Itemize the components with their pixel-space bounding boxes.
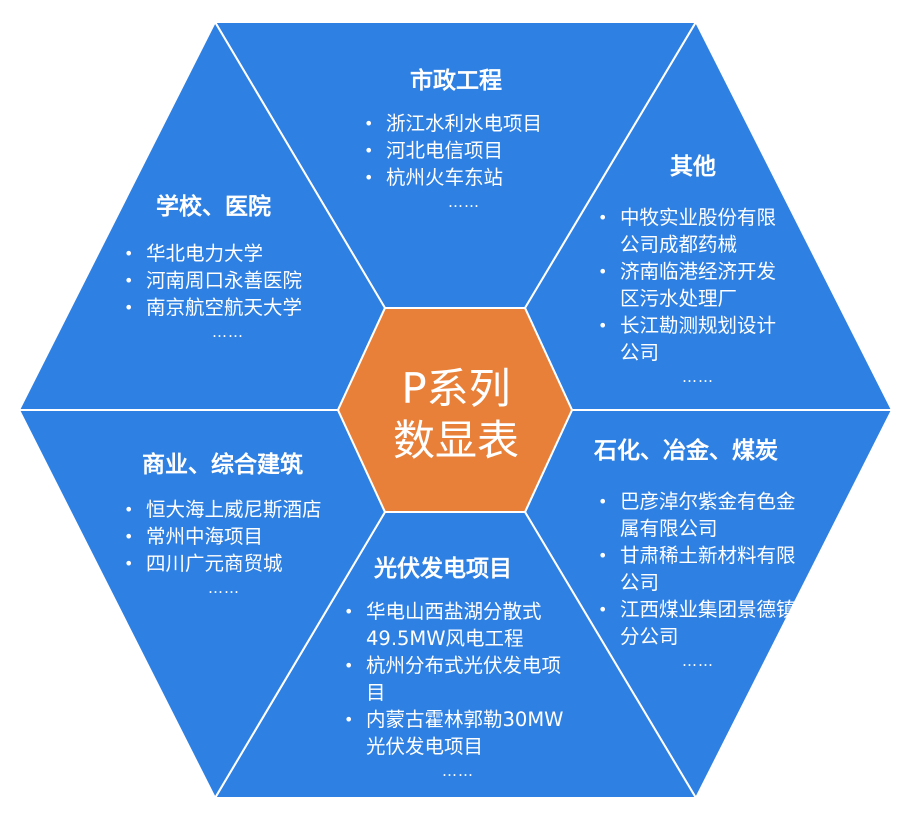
list-item: 巴彦淖尔紫金有色金属有限公司 [594, 488, 800, 542]
center-hexagon [336, 307, 574, 513]
sector-top-left-title: 学校、医院 [156, 194, 271, 220]
sector-top-right: 其他 中牧实业股份有限公司成都药械 济南临港经济开发区污水处理厂 长江勘测规划设… [594, 154, 790, 388]
sector-top-title: 市政工程 [410, 68, 502, 94]
more-ellipsis: …… [682, 651, 714, 670]
list-item: 常州中海项目 [120, 523, 360, 550]
list-item: 杭州分布式光伏发电项目 [340, 652, 570, 706]
sector-bottom: 光伏发电项目 华电山西盐湖分散式49.5MW风电工程 杭州分布式光伏发电项目 内… [340, 556, 570, 782]
center-title-line1: P系列 [401, 364, 511, 413]
sector-bottom-left-title: 商业、综合建筑 [142, 452, 303, 478]
more-ellipsis: …… [682, 367, 714, 386]
list-item: 甘肃稀土新材料有限公司 [594, 542, 800, 596]
list-item: 恒大海上威尼斯酒店 [120, 496, 360, 523]
list-item: 河北电信项目 [360, 137, 590, 164]
more-ellipsis: …… [442, 761, 474, 780]
more-ellipsis: …… [208, 578, 240, 597]
list-item: 济南临港经济开发区污水处理厂 [594, 258, 790, 312]
sector-top: 市政工程 浙江水利水电项目 河北电信项目 杭州火车东站 …… [360, 68, 590, 213]
list-item: 河南周口永善医院 [120, 267, 350, 294]
list-item: 杭州火车东站 [360, 164, 590, 191]
list-item: 江西煤业集团景德镇分公司 [594, 596, 800, 650]
more-ellipsis: …… [212, 322, 244, 341]
sector-bottom-right: 石化、冶金、煤炭 巴彦淖尔紫金有色金属有限公司 甘肃稀土新材料有限公司 江西煤业… [594, 438, 800, 672]
sector-bottom-left: 商业、综合建筑 恒大海上威尼斯酒店 常州中海项目 四川广元商贸城 …… [120, 452, 360, 599]
sector-top-right-title: 其他 [670, 154, 716, 180]
sector-bottom-title: 光伏发电项目 [374, 556, 512, 582]
sector-bottom-right-title: 石化、冶金、煤炭 [594, 438, 778, 464]
list-item: 华电山西盐湖分散式49.5MW风电工程 [340, 598, 570, 652]
sector-top-left: 学校、医院 华北电力大学 河南周口永善医院 南京航空航天大学 …… [120, 194, 350, 343]
list-item: 内蒙古霍林郭勒30MW光伏发电项目 [340, 706, 570, 760]
list-item: 南京航空航天大学 [120, 294, 350, 321]
list-item: 长江勘测规划设计公司 [594, 312, 790, 366]
more-ellipsis: …… [448, 192, 480, 211]
center-label: P系列 数显表 [340, 340, 572, 490]
list-item: 浙江水利水电项目 [360, 110, 590, 137]
list-item: 华北电力大学 [120, 240, 350, 267]
center-title-line2: 数显表 [392, 416, 519, 465]
list-item: 四川广元商贸城 [120, 550, 360, 577]
list-item: 中牧实业股份有限公司成都药械 [594, 204, 790, 258]
